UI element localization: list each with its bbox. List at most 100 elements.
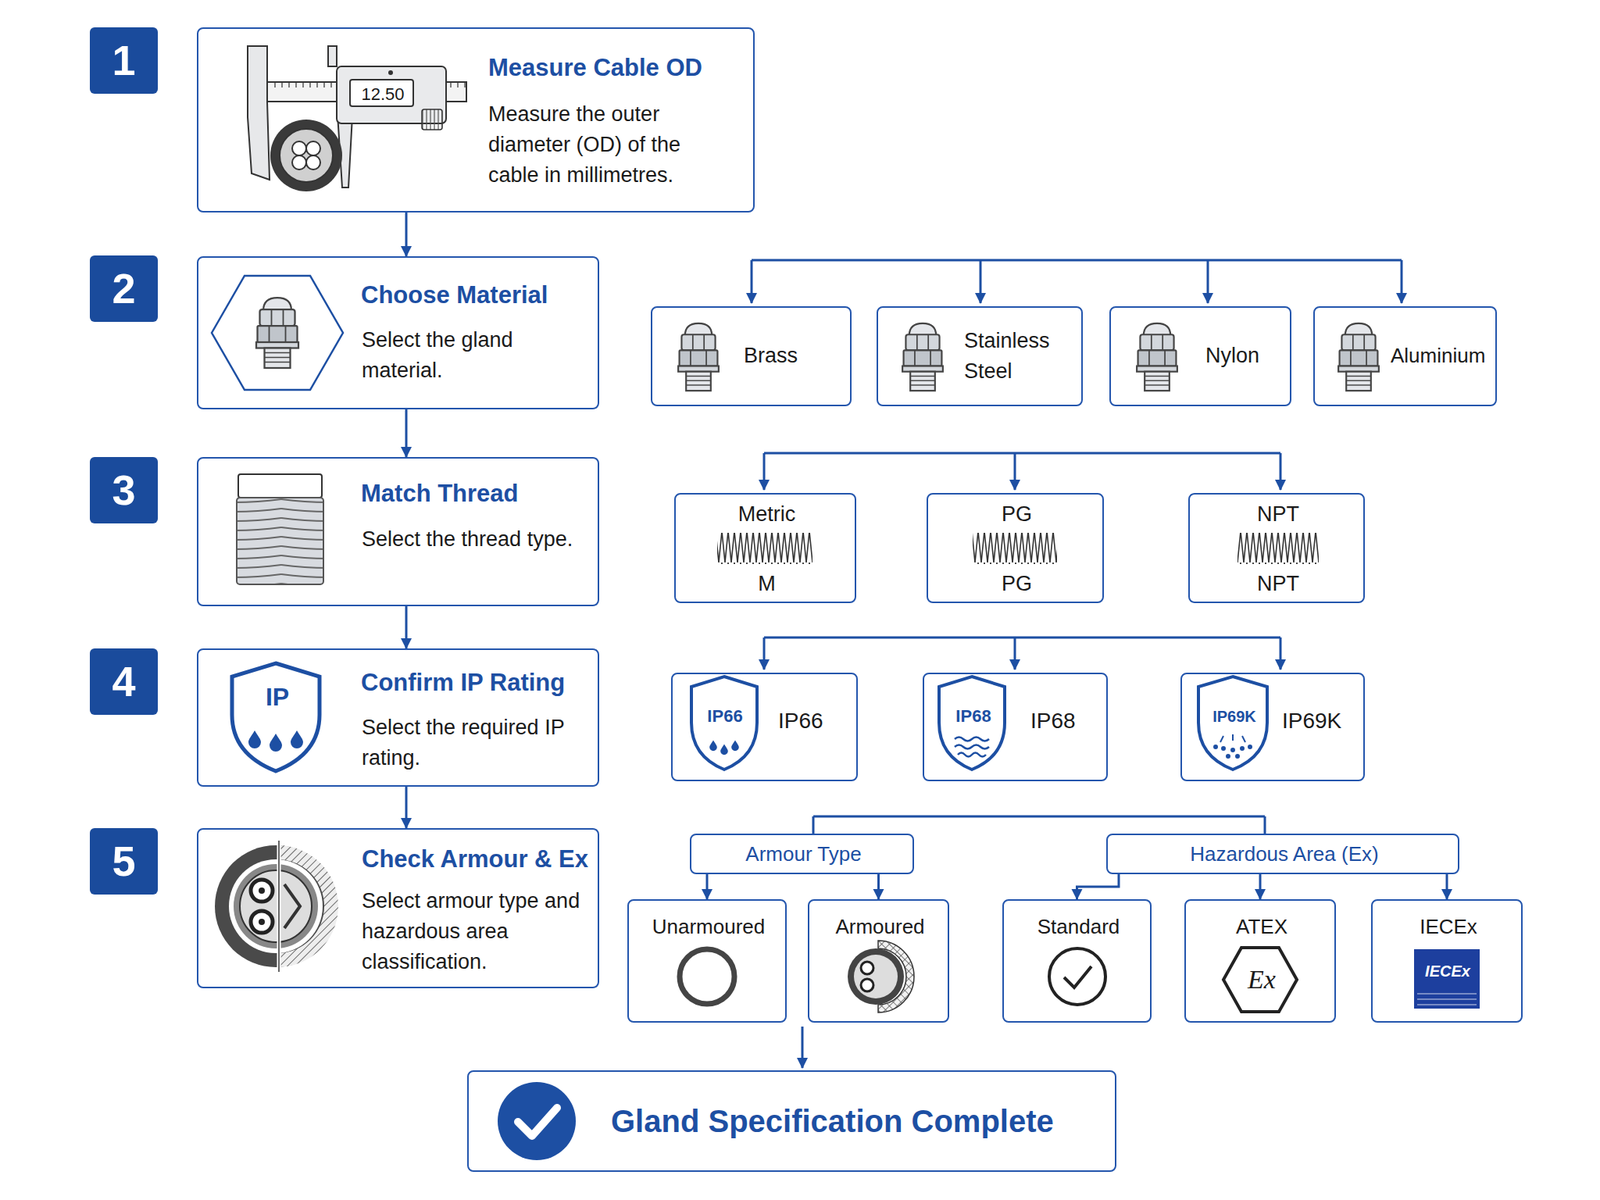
armoured-icon [860,978,874,992]
cable-section-icon [284,884,300,929]
caliper-icon [247,46,467,192]
flow-arrow [405,606,408,649]
option-box: MetricM [674,492,857,604]
option-box: Unarmoured [627,899,787,1023]
cable-section-icon [278,840,280,972]
cable-section-icon [250,910,273,933]
ip-shield-icon [232,663,320,772]
cable-section-icon [239,870,312,943]
shield-label: IP69K [1212,706,1257,727]
option-label: Armoured [835,914,925,941]
material-label: Stainless Steel [964,325,1074,387]
step-badge: 3 [89,457,158,524]
armoured-icon [853,954,898,999]
thread-profile [717,532,813,565]
gland-icon [1136,323,1178,391]
option-label: IECEx [1419,914,1478,941]
caliper-icon [421,109,443,130]
gland-icon [902,323,943,391]
flow-arrow [1077,874,1120,900]
caliper-icon [279,128,333,183]
branch-bracket [763,453,766,490]
branch-bracket [1014,453,1017,490]
ip-shield-icon [269,733,283,752]
ip-badge-icon [1214,745,1218,749]
ip-rating-label: IP69K [1282,707,1342,736]
ip-badge-icon [691,676,758,770]
thread-profile [1237,532,1319,565]
ip-badge-icon [1198,676,1268,770]
result-box: Gland Specification Complete [467,1070,1117,1172]
step-title: Check Armour & Ex [361,843,589,875]
branch-bracket [813,815,1265,818]
armoured-icon [847,940,915,1013]
shield-label: IP68 [955,705,991,729]
thread-name: PG [1001,500,1033,529]
option-box: IP66 IP66 [671,672,858,782]
complete-check-icon [497,1082,576,1161]
ip-badge-icon [1231,748,1235,752]
thread-icon [236,497,324,585]
material-icon [256,297,299,368]
iecex-logo [1417,998,1477,1000]
step-number: 2 [111,260,136,316]
step-number: 4 [111,653,136,709]
category-label: Hazardous Area (Ex) [1189,841,1379,868]
iecex-logo [1414,949,1480,1009]
ex-mark: Ex [1247,962,1276,997]
thread-icon [236,474,324,585]
atex-icon [1223,947,1297,1012]
option-label: ATEX [1235,914,1288,941]
branch-bracket [1264,816,1267,834]
caliper-reading: 12.50 [360,83,404,107]
standard-icon [1049,948,1106,1005]
option-box: Nylon [1109,306,1292,407]
ip-badge-icon [1221,746,1225,750]
ip-badge-icon [1214,734,1252,758]
ip-badge-icon [1240,746,1244,750]
cable-section-icon [277,839,282,974]
step-box: Choose MaterialSelect the gland material… [196,256,600,410]
shield-label: IP [265,681,290,715]
ip-badge-icon [1232,734,1234,741]
step-description: Select armour type and hazardous area cl… [361,885,589,978]
gland-icon [678,323,719,391]
standard-icon [1049,948,1106,1005]
branch-bracket [763,637,766,670]
cable-section-icon [214,839,339,974]
cable-section-icon [258,887,265,894]
shield-label: IP66 [707,705,743,729]
option-label: Standard [1037,914,1121,941]
caliper-icon [306,141,321,156]
caliper-icon [247,46,270,180]
ip-shield-icon [248,730,261,749]
step-badge: 1 [89,27,158,94]
option-box: IP68 IP68 [922,672,1108,782]
branch-bracket [1207,260,1210,304]
iecex-logo [1417,992,1477,995]
caliper-icon [350,79,414,107]
thread-profile [717,532,1319,565]
atex-icon [1223,947,1297,1012]
step-number: 3 [111,462,136,518]
cable-section-icon [228,859,323,954]
ip-badge-icon [1226,754,1230,758]
cable-section-icon [233,864,318,949]
ip-badge-icon [957,753,986,758]
step-number: 1 [111,32,136,88]
ip-badge-icon [954,745,990,750]
step-title: Confirm IP Rating [360,667,565,699]
thread-code: M [757,570,776,598]
branch-bracket [764,452,1281,455]
step-badge: 5 [89,828,158,895]
branch-bracket [801,1026,804,1068]
step-title: Choose Material [360,279,548,311]
option-box: ATEX Ex [1184,899,1336,1023]
ip-rating-label: IP66 [778,707,824,736]
step-number: 5 [111,833,136,889]
step-title: Match Thread [360,478,519,510]
branch-bracket [812,816,815,834]
ip-rating-label: IP68 [1030,707,1076,736]
